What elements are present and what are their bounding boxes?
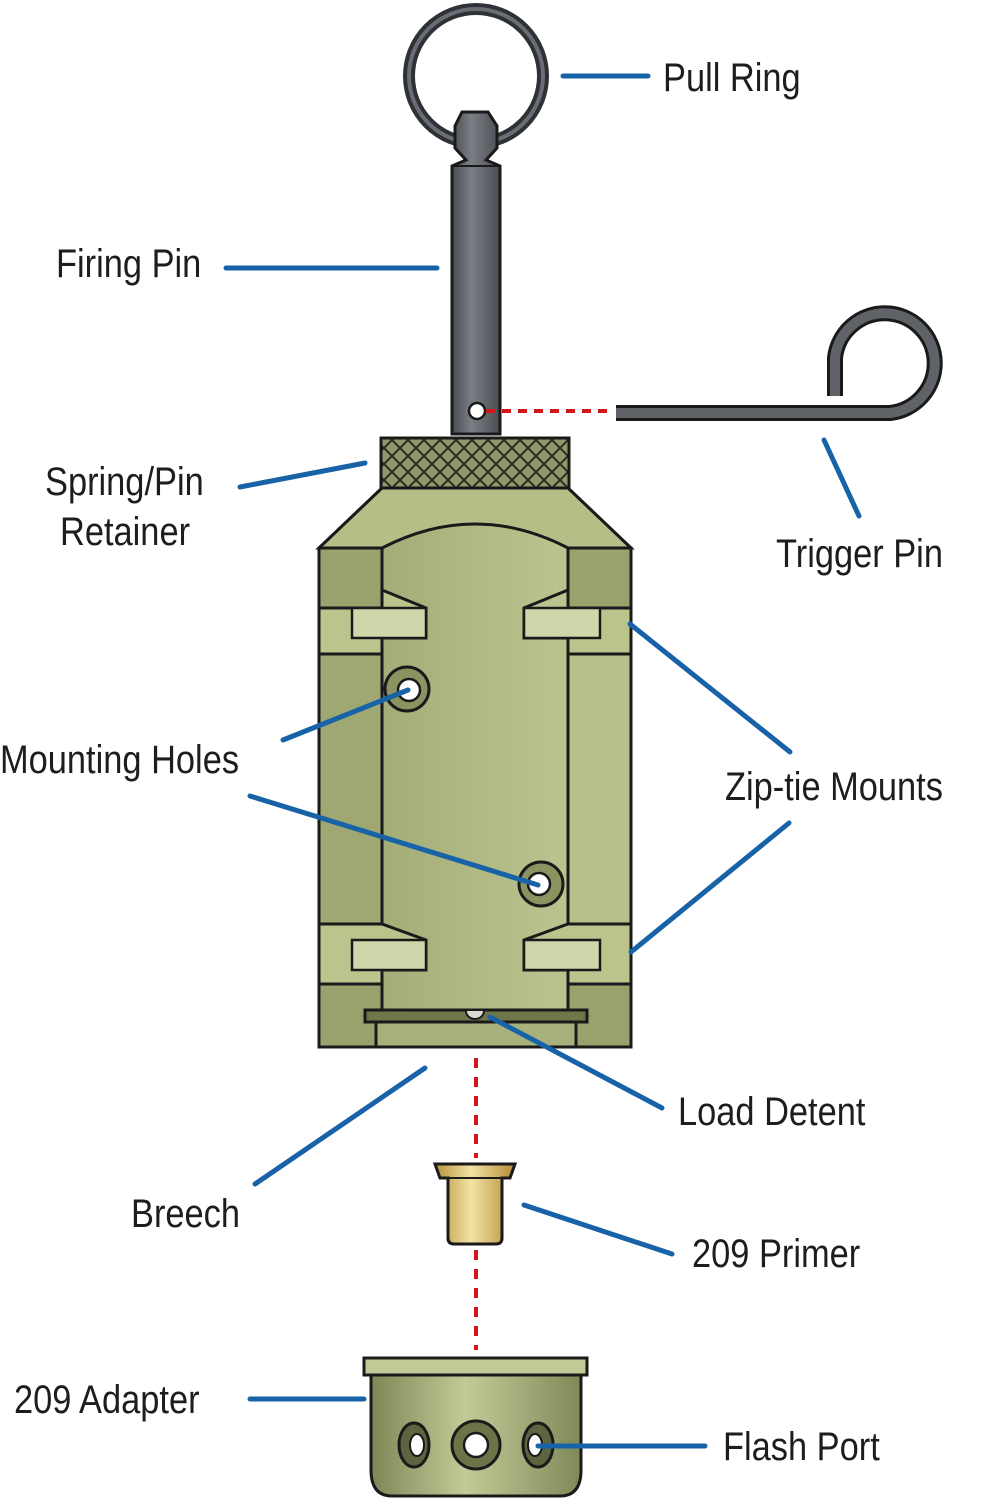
- spring-pin-retainer: [379, 436, 571, 490]
- firing-pin: [450, 110, 502, 436]
- label-breech: Breech: [131, 1192, 241, 1236]
- primer-209: [432, 1162, 518, 1246]
- label-mounting-holes: Mounting Holes: [0, 738, 240, 782]
- label-adapter-209: 209 Adapter: [14, 1378, 200, 1422]
- leader-spring-pin-retainer: [237, 460, 368, 490]
- label-firing-pin: Firing Pin: [56, 242, 202, 286]
- leader-primer-209: [521, 1202, 675, 1257]
- leader-trigger-pin: [821, 437, 862, 519]
- leader-zip-tie-lower: [628, 820, 792, 955]
- label-spring-pin-retainer-line2: Retainer: [60, 510, 191, 554]
- label-load-detent: Load Detent: [678, 1090, 866, 1134]
- main-body: [315, 486, 635, 1049]
- leader-breech: [252, 1065, 428, 1187]
- label-pull-ring: Pull Ring: [663, 56, 801, 100]
- label-flash-port: Flash Port: [723, 1425, 880, 1469]
- label-primer-209: 209 Primer: [692, 1232, 861, 1276]
- trigger-pin: [616, 305, 943, 421]
- leader-load-detent: [487, 1014, 665, 1111]
- label-trigger-pin: Trigger Pin: [776, 532, 943, 576]
- leader-mounting-hole-lower: [247, 793, 541, 888]
- adapter-209: [362, 1356, 589, 1498]
- label-zip-tie-mounts: Zip-tie Mounts: [725, 765, 943, 809]
- label-spring-pin-retainer-line1: Spring/Pin: [45, 460, 204, 504]
- leader-mounting-hole-upper: [280, 687, 411, 743]
- leader-zip-tie-upper: [627, 621, 793, 755]
